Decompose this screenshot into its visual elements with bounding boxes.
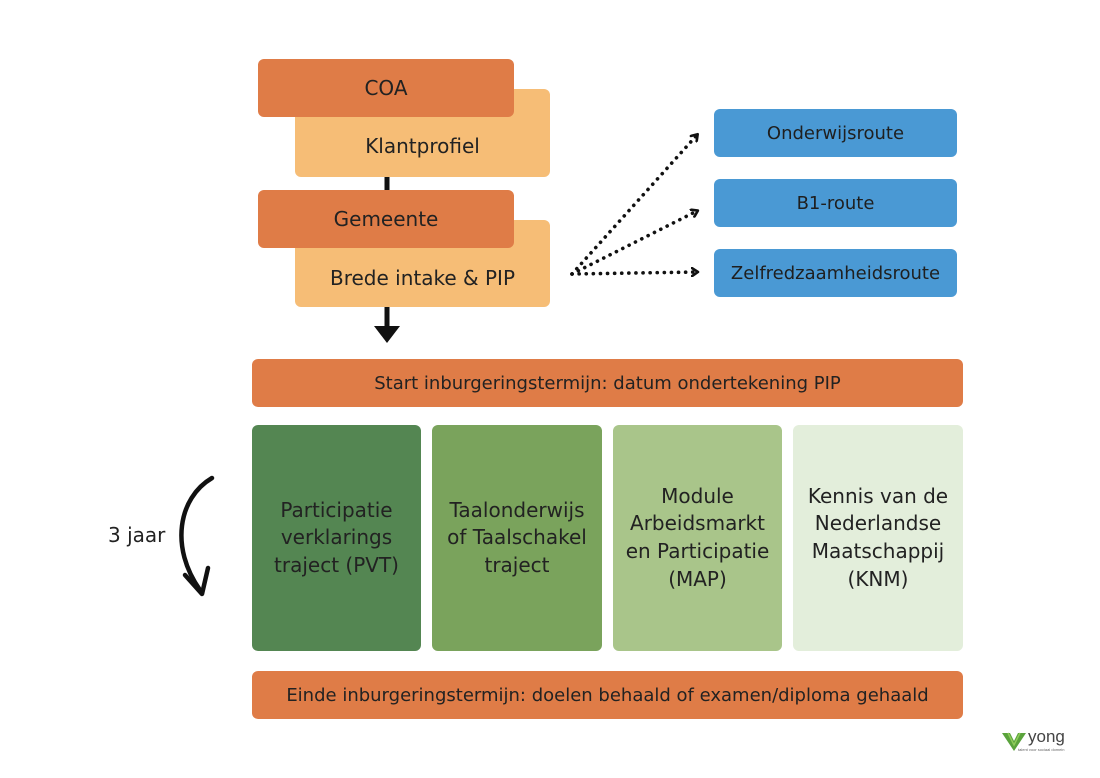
logo-tagline: talent voor sociaal domein	[1018, 747, 1065, 752]
end-bar-label: Einde inburgeringstermijn: doelen behaal…	[286, 684, 929, 706]
dotted-arrow-onderwijsroute	[570, 135, 697, 276]
dotted-arrow-zelfredzaamheidsroute	[570, 272, 697, 274]
coa-label: COA	[364, 76, 408, 100]
route-zelfredzaamheidsroute: Zelfredzaamheidsroute	[714, 249, 957, 297]
curved-arrow-icon	[179, 475, 215, 593]
route-label: Zelfredzaamheidsroute	[730, 262, 941, 284]
stage-label: Kennis van de Nederlandse Maatschappij (…	[807, 483, 949, 591]
duration-label: 3 jaar	[108, 523, 166, 547]
gemeente-box: Gemeente	[258, 190, 514, 248]
start-bar-label: Start inburgeringstermijn: datum onderte…	[374, 372, 841, 394]
dotted-arrow-b1-route	[570, 211, 697, 276]
stage-label: Taalonderwijs of Taalschakel traject	[447, 497, 587, 577]
klantprofiel-label: Klantprofiel	[365, 134, 480, 158]
stage-map: Module Arbeidsmarkt en Participatie (MAP…	[613, 425, 782, 651]
route-b1-route: B1-route	[714, 179, 957, 227]
end-bar: Einde inburgeringstermijn: doelen behaal…	[252, 671, 963, 719]
gemeente-label: Gemeente	[333, 207, 439, 231]
stage-pvt: Participatie verklarings traject (PVT)	[252, 425, 421, 651]
leaf-logo-icon	[1002, 732, 1026, 751]
brede-intake-label: Brede intake & PIP	[330, 266, 515, 290]
route-label: Onderwijsroute	[766, 122, 905, 144]
stage-label: Participatie verklarings traject (PVT)	[274, 497, 399, 577]
curved-arrow-head	[182, 565, 211, 597]
stage-taalonderwijs: Taalonderwijs of Taalschakel traject	[432, 425, 602, 651]
down-arrow-icon	[374, 326, 400, 343]
route-label: B1-route	[796, 192, 875, 214]
coa-box: COA	[258, 59, 514, 117]
stage-label: Module Arbeidsmarkt en Participatie (MAP…	[625, 483, 770, 591]
start-bar: Start inburgeringstermijn: datum onderte…	[252, 359, 963, 407]
route-onderwijsroute: Onderwijsroute	[714, 109, 957, 157]
stage-knm: Kennis van de Nederlandse Maatschappij (…	[793, 425, 963, 651]
yong-logo: yong talent voor sociaal domein	[1000, 727, 1080, 754]
logo-name: yong	[1028, 727, 1065, 746]
